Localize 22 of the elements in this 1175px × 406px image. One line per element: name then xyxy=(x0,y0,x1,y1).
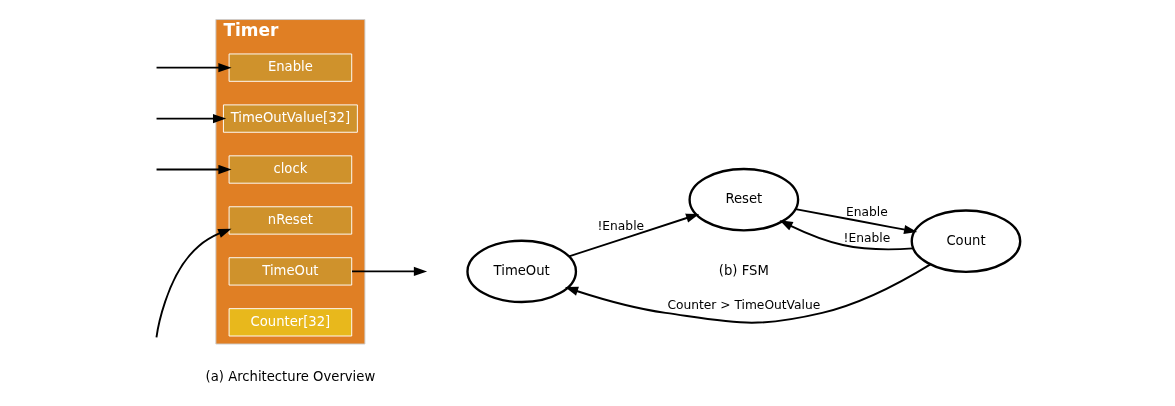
node-box: Enable xyxy=(228,53,352,82)
arrow xyxy=(779,220,914,251)
label: (a) Architecture Overview xyxy=(205,368,375,384)
node-box: nReset xyxy=(228,206,352,235)
arrow xyxy=(155,164,232,175)
arrow xyxy=(155,63,232,73)
arrow xyxy=(155,228,231,339)
node-ellipse: Count xyxy=(910,209,1021,274)
node-box: TimeOut xyxy=(228,257,352,286)
arrow xyxy=(794,208,917,235)
arrow xyxy=(564,263,931,324)
label: (b) FSM xyxy=(718,262,769,278)
edge-label: !Enable xyxy=(843,230,890,245)
arrow xyxy=(567,213,699,258)
node-box: Counter[32] xyxy=(228,308,352,337)
arrow xyxy=(155,113,226,124)
edge-label: !Enable xyxy=(596,219,644,234)
node-box: clock xyxy=(228,155,352,184)
edge-label: Counter > TimeOutValue xyxy=(666,298,820,313)
edge-label: Enable xyxy=(845,205,888,220)
node-box: TimeOutValue[32] xyxy=(222,104,358,133)
arrow xyxy=(350,266,427,277)
